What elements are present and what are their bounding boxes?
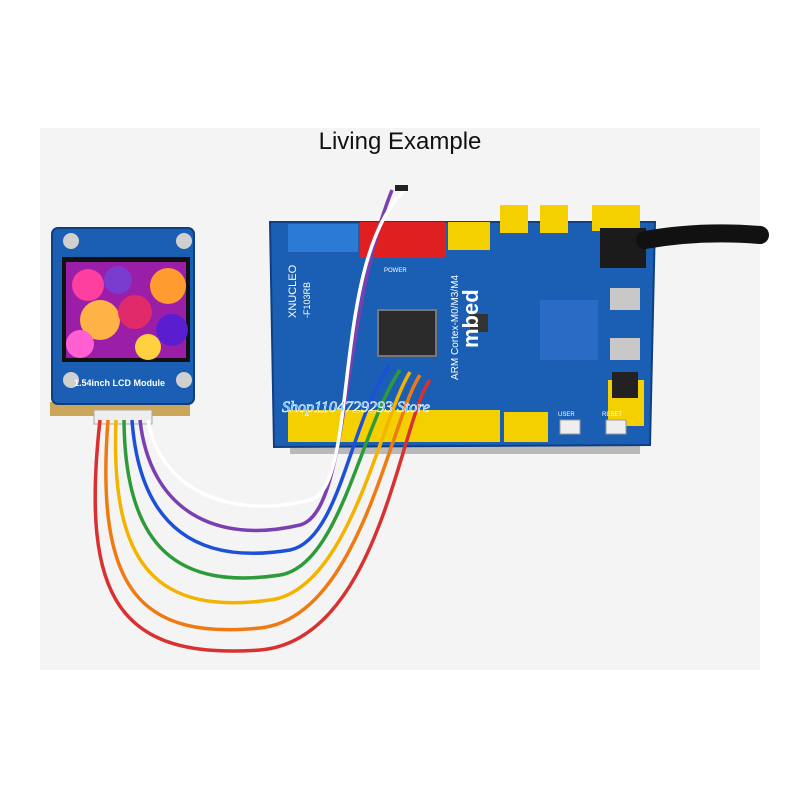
user-button — [559, 419, 581, 435]
lcd-spacers — [50, 402, 190, 416]
wire-yellow — [113, 371, 412, 605]
brand-text: mbed — [458, 289, 483, 348]
wire-white — [146, 188, 407, 508]
page-title: Living Example — [318, 128, 482, 155]
power-label: POWER — [384, 268, 407, 274]
core-text: ARM Cortex-M0/M3/M4 — [450, 275, 461, 380]
jumper-yellow-1 — [500, 205, 528, 233]
lcd-module: 1.54inch LCD Module — [50, 227, 195, 425]
mcu-board: mbed ARM Cortex-M0/M3/M4 XNUCLEO -F103RB… — [268, 205, 657, 454]
lcd-screen-image — [66, 262, 188, 360]
header-blue — [288, 224, 358, 252]
wire-green — [122, 369, 402, 580]
mcu-chip — [377, 309, 437, 357]
usb-port-2 — [610, 338, 640, 360]
small-chip — [470, 314, 488, 332]
jumper-yellow-2 — [540, 205, 568, 233]
screw-bottom-left — [63, 372, 79, 388]
board-name: XNUCLEO — [287, 264, 299, 318]
pad-area — [540, 300, 598, 360]
jumper-yellow-3 — [592, 205, 640, 231]
wire-red — [93, 378, 432, 653]
usb-port-1 — [610, 288, 640, 310]
wire-blue — [130, 363, 392, 555]
wire-purple — [138, 189, 394, 533]
screw-top-right — [176, 233, 192, 249]
wire-orange — [104, 374, 422, 632]
lcd-label: 1.54inch LCD Module — [74, 378, 165, 388]
header-black-right — [612, 372, 638, 398]
header-yellow-top — [448, 222, 490, 250]
reset-label: RESET — [602, 412, 622, 418]
reset-button — [605, 419, 627, 435]
model-text: -F103RB — [302, 282, 312, 318]
screw-bottom-right — [176, 372, 192, 388]
jumper-wires — [93, 185, 432, 653]
user-label: USER — [558, 412, 575, 418]
screw-top-left — [63, 233, 79, 249]
power-cable — [636, 224, 769, 249]
store-watermark: Shop1104729293 Store — [282, 399, 430, 416]
header-yellow-small — [504, 412, 548, 442]
